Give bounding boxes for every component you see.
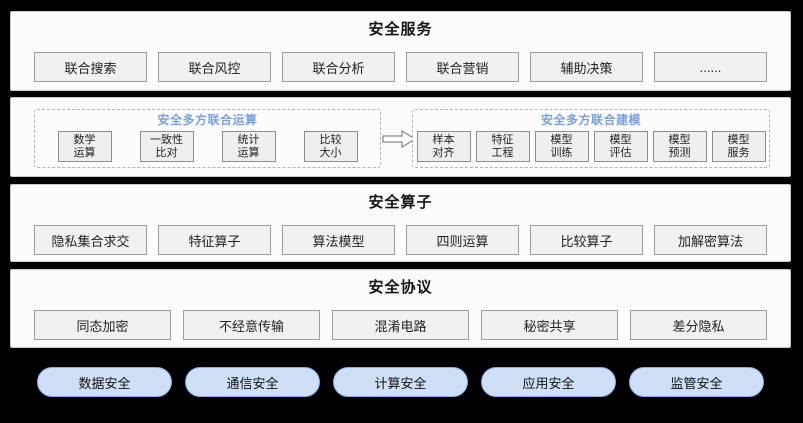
panel-secure-multiparty-modeling: 安全多方联合建模 样本 对齐 特征 工程 模型 训练 模型 评估 模型 预测 模… bbox=[412, 109, 770, 168]
layer-title-security-operators: 安全算子 bbox=[368, 194, 433, 211]
operator-box-arithmetic: 四则运算 bbox=[406, 225, 519, 255]
protocol-box-oblivious-transfer: 不经意传输 bbox=[183, 310, 320, 340]
protocol-box-homomorphic-encryption: 同态加密 bbox=[34, 310, 171, 340]
layer-security-services: 安全服务 联合搜索 联合风控 联合分析 联合营销 辅助决策 ...... bbox=[10, 11, 791, 91]
modeling-box-row: 样本 对齐 特征 工程 模型 训练 模型 评估 模型 预测 模型 服务 bbox=[413, 131, 769, 162]
service-box-joint-search: 联合搜索 bbox=[34, 52, 147, 82]
pill-application-security: 应用安全 bbox=[481, 367, 616, 397]
computation-box-statistics: 统计 运算 bbox=[221, 131, 276, 162]
layer-security-protocols: 安全协议 同态加密 不经意传输 混淆电路 秘密共享 差分隐私 bbox=[10, 269, 791, 348]
security-pill-row: 数据安全 通信安全 计算安全 应用安全 监管安全 bbox=[10, 367, 791, 397]
layer-title-security-protocols: 安全协议 bbox=[368, 279, 433, 296]
protocol-box-row: 同态加密 不经意传输 混淆电路 秘密共享 差分隐私 bbox=[11, 310, 790, 340]
operator-box-row: 隐私集合求交 特征算子 算法模型 四则运算 比较算子 加解密算法 bbox=[11, 225, 790, 255]
protocol-box-differential-privacy: 差分隐私 bbox=[630, 310, 767, 340]
service-box-ellipsis: ...... bbox=[654, 52, 767, 82]
service-box-row: 联合搜索 联合风控 联合分析 联合营销 辅助决策 ...... bbox=[11, 52, 790, 82]
modeling-box-feature-engineering: 特征 工程 bbox=[475, 131, 530, 162]
operator-box-algorithm: 算法模型 bbox=[282, 225, 395, 255]
layer-security-operators: 安全算子 隐私集合求交 特征算子 算法模型 四则运算 比较算子 加解密算法 bbox=[10, 184, 791, 262]
layer-title-security-services: 安全服务 bbox=[368, 21, 433, 38]
service-box-joint-marketing: 联合营销 bbox=[406, 52, 519, 82]
modeling-box-sample-alignment: 样本 对齐 bbox=[416, 131, 471, 162]
computation-box-comparison: 比较 大小 bbox=[303, 131, 358, 162]
service-box-joint-risk: 联合风控 bbox=[158, 52, 271, 82]
pill-communication-security: 通信安全 bbox=[185, 367, 320, 397]
right-arrow-icon bbox=[382, 130, 416, 148]
operator-box-psi: 隐私集合求交 bbox=[34, 225, 147, 255]
service-box-joint-analysis: 联合分析 bbox=[282, 52, 395, 82]
panel-secure-multiparty-computation: 安全多方联合运算 数学 运算 一致性 比对 统计 运算 比较 大小 bbox=[34, 109, 381, 168]
modeling-box-model-evaluation: 模型 评估 bbox=[593, 131, 648, 162]
pill-regulatory-security: 监管安全 bbox=[629, 367, 764, 397]
protocol-box-garbled-circuit: 混淆电路 bbox=[332, 310, 469, 340]
computation-box-consistency: 一致性 比对 bbox=[139, 131, 194, 162]
computation-box-row: 数学 运算 一致性 比对 统计 运算 比较 大小 bbox=[35, 131, 380, 162]
service-box-decision-support: 辅助决策 bbox=[530, 52, 643, 82]
operator-box-feature: 特征算子 bbox=[158, 225, 271, 255]
pill-computation-security: 计算安全 bbox=[333, 367, 468, 397]
operator-box-encryption: 加解密算法 bbox=[654, 225, 767, 255]
operator-box-comparison: 比较算子 bbox=[530, 225, 643, 255]
panel-title-joint-modeling: 安全多方联合建模 bbox=[540, 113, 641, 127]
modeling-box-model-prediction: 模型 预测 bbox=[652, 131, 707, 162]
modeling-box-model-training: 模型 训练 bbox=[534, 131, 589, 162]
layer-joint-computation-modeling: 安全多方联合运算 数学 运算 一致性 比对 统计 运算 比较 大小 安全多方联合… bbox=[10, 97, 791, 177]
pill-data-security: 数据安全 bbox=[37, 367, 172, 397]
protocol-box-secret-sharing: 秘密共享 bbox=[481, 310, 618, 340]
modeling-box-model-serving: 模型 服务 bbox=[711, 131, 766, 162]
panel-title-joint-computation: 安全多方联合运算 bbox=[157, 113, 258, 127]
computation-box-math: 数学 运算 bbox=[57, 131, 112, 162]
